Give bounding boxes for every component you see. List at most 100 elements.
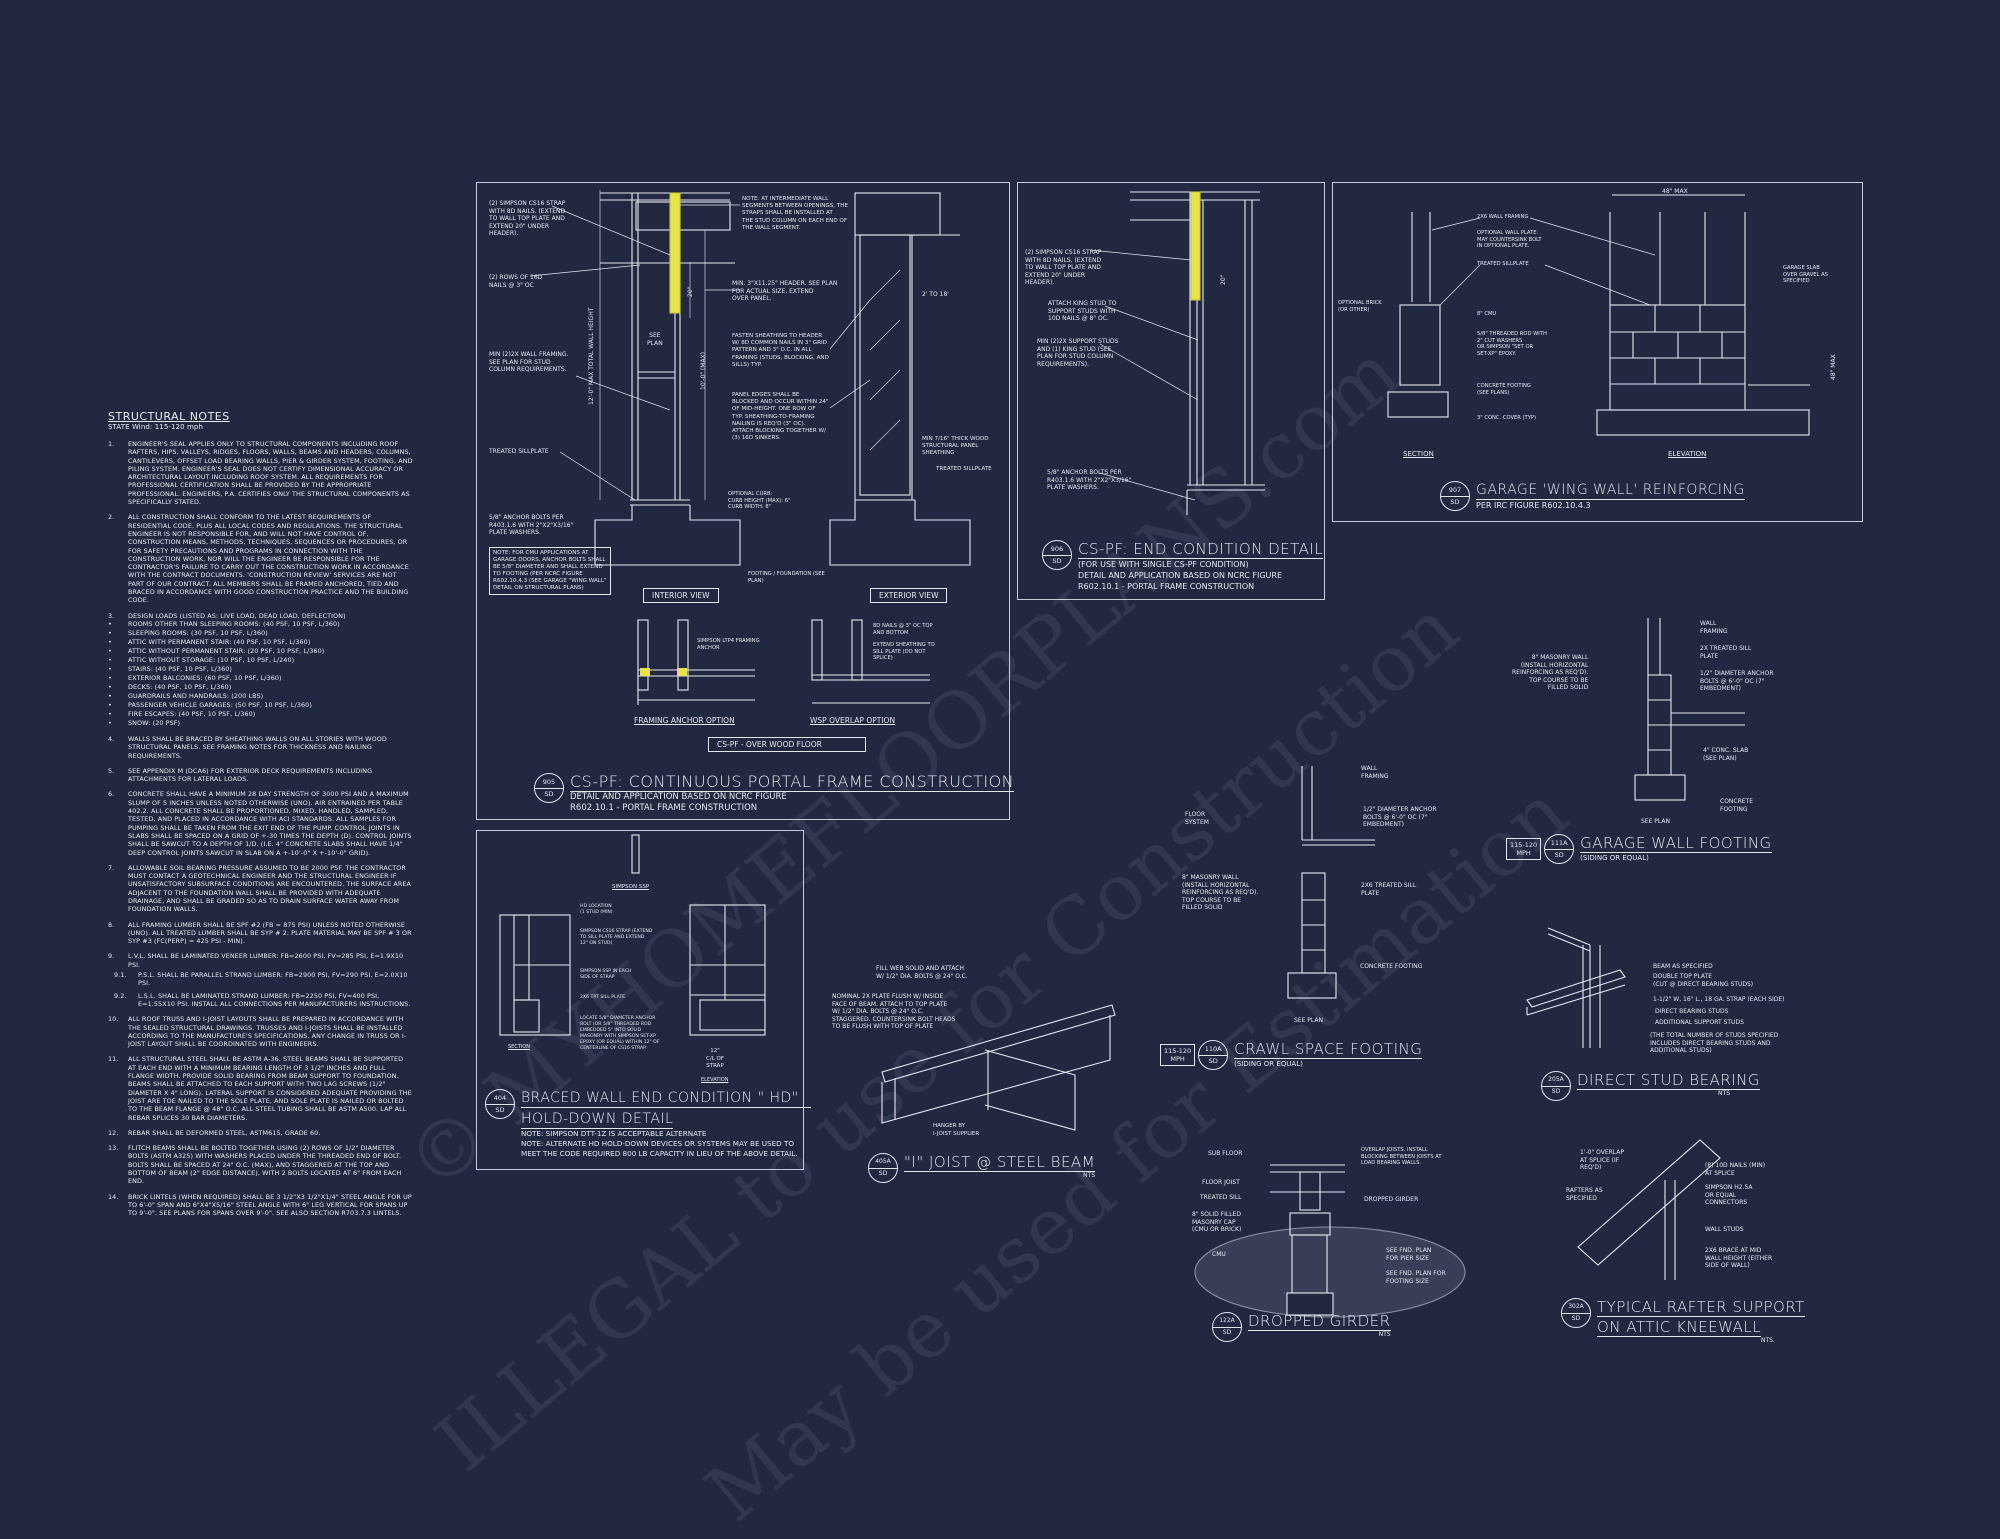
label-cs16-strap-404: SIMPSON CS16 STRAP (EXTEND TO SILL PLATE… <box>580 929 653 946</box>
label-fill-web: FILL WEB SOLID AND ATTACH W/ 1/2" DIA. B… <box>876 965 968 980</box>
label-pier-size: SEE FND. PLAN FOR PIER SIZE <box>1386 1247 1432 1262</box>
cs16-strap-highlight <box>669 192 681 314</box>
detail-302a-drawing <box>1577 1139 1721 1280</box>
detail-905-interior-drawing <box>594 190 741 566</box>
note-item: 7.ALLOWABLE SOIL BEARING PRESSURE ASSUME… <box>108 863 411 914</box>
label-nominal-plate: NOMINAL 2x PLATE FLUSH W/ INSIDE FACE OF… <box>832 993 956 1030</box>
label-treated-sillplate-907: TREATED SILLPLATE <box>1477 261 1529 267</box>
label-overlap-splice: 1'-0" OVERLAP AT SPLICE (IF REQ'D) <box>1580 1149 1625 1171</box>
label-wall-studs: WALL STUDS <box>1705 1226 1744 1233</box>
detail-title: CRAWL SPACE FOOTING <box>1234 1040 1423 1059</box>
label-ssp-each-side: SIMPSON SSP IN EACH SIDE OF STRAP <box>580 969 632 980</box>
label-footing-size: SEE FND. PLAN FOR FOOTING SIZE <box>1386 1270 1446 1285</box>
design-load-item: •EXTERIOR BALCONIES: (60 PSF, 10 PSF, L/… <box>108 673 282 682</box>
note-item: 5.SEE APPENDIX M (DCA6) FOR EXTERIOR DEC… <box>108 766 373 784</box>
label-cmu-122a: CMU <box>1212 1251 1226 1258</box>
design-load-item: •STAIRS: (40 PSF, 10 PSF, L/360) <box>108 664 233 673</box>
note-item: 14.BRICK LINTELS (WHEN REQUIRED) SHALL B… <box>108 1192 412 1218</box>
label-sub-floor: SUB FLOOR <box>1208 1150 1243 1157</box>
label-treated-sill-110a: 2x6 TREATED SILL PLATE <box>1361 882 1417 897</box>
design-loads-list: •ROOMS OTHER THAN SLEEPING ROOMS: (40 PS… <box>108 620 413 728</box>
note-item: 8.ALL FRAMING LUMBER SHALL BE SPF #2 (Fb… <box>108 920 412 946</box>
design-load-item: •ATTIC WITHOUT PERMANENT STAIR: (20 PSF,… <box>108 646 325 655</box>
note-item: 12.REBAR SHALL BE DEFORMED STEEL, ASTM61… <box>108 1128 321 1137</box>
caption-over-wood-floor: CS-PF - OVER WOOD FLOOR <box>708 737 866 752</box>
label-total-studs: (THE TOTAL NUMBER OF STUDS SPECIFIED INC… <box>1650 1032 1779 1054</box>
label-see-plan-110a: SEE PLAN <box>1294 1017 1323 1024</box>
label-2x6-framing: 2x6 WALL FRAMING <box>1477 214 1529 220</box>
label-anchor-bolts: 5/8" ANCHOR BOLTS PER R403.1.6 WITH 2"x2… <box>489 514 574 536</box>
label-concrete-footing-111a: CONCRETE FOOTING <box>1720 798 1754 813</box>
drawing-linework <box>499 190 1810 1318</box>
label-extend-sheathing: EXTEND SHEATHING TO SILL PLATE (DO NOT S… <box>873 642 935 661</box>
label-header: MIN. 3"x11.25" HEADER. SEE PLAN FOR ACTU… <box>732 280 838 302</box>
design-load-item: •PASSENGER VEHICLE GARAGES: (50 PSF, 10 … <box>108 700 312 709</box>
label-support-studs: MIN (2)2X SUPPORT STUDS AND (1) KING STU… <box>1037 338 1119 368</box>
label-double-top-plate: DOUBLE TOP PLATE (CUT @ DIRECT BEARING S… <box>1653 973 1754 988</box>
caption-interior-view: INTERIOR VIEW <box>643 588 719 603</box>
label-treated-sillplate: TREATED SILLPLATE <box>489 448 549 455</box>
detail-111a-drawing <box>1634 618 1745 801</box>
leader-lines <box>529 204 1656 501</box>
detail-907-drawing <box>1387 194 1810 436</box>
design-load-item: •ATTIC WITH PERMANENT STAIR: (40 PSF, 10… <box>108 637 311 646</box>
caption-section-907: SECTION <box>1403 450 1434 458</box>
note-item: 1.ENGINEER'S SEAL APPLIES ONLY TO STRUCT… <box>108 440 413 507</box>
caption-section-404: SECTION <box>508 1044 531 1050</box>
label-locate-anchor: LOCATE 5/8" DIAMETER ANCHOR BOLT (OR 5/8… <box>580 1016 660 1051</box>
note-item: 13.FLITCH BEAMS SHALL BE BOLTED TOGETHER… <box>108 1144 402 1186</box>
detail-110a-drawing <box>1287 766 1375 999</box>
note-item: 2.ALL CONSTRUCTION SHALL CONFORM TO THE … <box>108 513 409 605</box>
label-cs16-strap-906: (2) SIMPSON CS16 STRAP WITH 8d NAILS. (E… <box>1025 249 1102 286</box>
design-load-item: •ROOMS OTHER THAN SLEEPING ROOMS: (40 PS… <box>108 619 340 628</box>
label-floor-system: FLOOR SYSTEM <box>1185 811 1209 826</box>
caption-framing-anchor-option: FRAMING ANCHOR OPTION <box>634 716 735 725</box>
detail-title: BRACED WALL END CONDITION " HD" <box>521 1089 811 1108</box>
note-item: 10.ALL ROOF TRUSS AND I-JOIST LAYOUTS SH… <box>108 1015 407 1049</box>
label-direct-bearing-studs: DIRECT BEARING STUDS <box>1655 1008 1729 1015</box>
label-optional-wall-plate: OPTIONAL WALL PLATE. MAY COUNTERSINK BOL… <box>1477 230 1542 249</box>
label-anchor-bolts-111a: 1/2" DIAMETER ANCHOR BOLTS @ 6'-0" OC (7… <box>1700 670 1774 692</box>
label-48-max-vertical: 48" MAX <box>1830 354 1837 380</box>
note-item: 6.CONCRETE SHALL HAVE A MINIMUM 28 DAY S… <box>108 790 412 857</box>
detail-title: "I" JOIST @ STEEL BEAM <box>904 1153 1096 1172</box>
detail-title: GARAGE 'WING WALL' REINFORCING <box>1476 482 1745 500</box>
design-load-item: •SLEEPING ROOMS: (30 PSF, 10 PSF, L/360) <box>108 628 268 637</box>
design-load-item: •FIRE ESCAPES: (40 PSF, 10 PSF, L/360) <box>108 709 256 718</box>
caption-simpson-ssp: SIMPSON SSP <box>612 884 650 890</box>
label-16d-nails: (2) ROWS OF 16d NAILS @ 3" OC <box>489 274 543 289</box>
detail-title: DIRECT STUD BEARING <box>1577 1071 1761 1090</box>
label-wall-height: 12'-0" MAX TOTAL WALL HEIGHT <box>588 307 595 405</box>
note-item: 3.DESIGN LOADS (LISTED AS: LIVE LOAD, DE… <box>108 611 346 620</box>
label-wall-framing: MIN (2)2X WALL FRAMING. SEE PLAN FOR STU… <box>489 351 569 373</box>
label-anchor-bolts-906: 5/8" ANCHOR BOLTS PER R403.1.6 WITH 2"x2… <box>1047 469 1132 491</box>
caption-wsp-overlap-option: WSP OVERLAP OPTION <box>810 716 896 725</box>
note-sub-item: 9.1.P.S.L. SHALL BE PARALLEL STRAND LUMB… <box>114 971 408 988</box>
label-beam-specified: BEAM AS SPECIFIED <box>1653 963 1713 970</box>
detail-905-exterior-drawing <box>829 192 971 566</box>
label-8d-nails: 8d NAILS @ 3" OC TOP AND BOTTOM <box>873 623 933 636</box>
label-concrete-footing-110a: CONCRETE FOOTING <box>1360 963 1423 970</box>
label-floor-joist: FLOOR JOIST <box>1202 1179 1240 1186</box>
label-48-max: 48" MAX <box>1662 188 1688 195</box>
detail-title: GARAGE WALL FOOTING <box>1580 834 1772 853</box>
label-panel-edges: PANEL EDGES SHALL BE BLOCKED AND OCCUR W… <box>732 392 829 442</box>
caption-elevation-404: ELEVATION <box>701 1077 729 1083</box>
detail-404-frame <box>476 830 804 1170</box>
label-masonry-cap: 8" SOLID FILLED MASONRY CAP (CMU OR BRIC… <box>1192 1211 1242 1233</box>
detail-404-drawing <box>499 834 766 1036</box>
caption-exterior-view: EXTERIOR VIEW <box>870 588 948 603</box>
label-twenty-in: 20" <box>687 286 694 297</box>
label-ext-sillplate: TREATED SILLPLATE <box>936 466 992 472</box>
